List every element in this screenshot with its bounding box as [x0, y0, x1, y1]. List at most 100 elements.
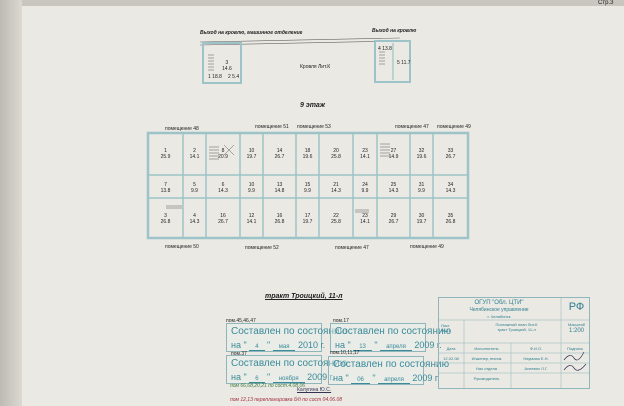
room-number: 22	[333, 213, 339, 219]
room-number: 2	[193, 148, 196, 154]
room-number: 27	[390, 148, 397, 154]
room-area: 14.9	[388, 154, 399, 160]
stamp-label: пом.37	[231, 351, 247, 357]
title-block: ОГУП "Обл. ЦТИ" Челябинское управление Р…	[438, 297, 590, 389]
role-engineer: Инженер,техник	[471, 356, 502, 361]
signature-1	[563, 351, 585, 361]
page-corner-text: Стр.3	[598, 0, 614, 6]
room-area: 9.9	[361, 188, 369, 194]
room-number: 6	[221, 182, 225, 188]
room-area: 19.6	[302, 154, 313, 160]
stamp-prefix: на	[335, 340, 345, 350]
stamp-month: апреля	[380, 344, 412, 351]
scale: 1:200	[568, 328, 584, 334]
room-area: 26.8	[274, 219, 285, 225]
role-director: Руководитель	[473, 376, 500, 381]
room-number: 17	[304, 213, 311, 219]
stamp-month: ноября	[272, 376, 305, 383]
room-number: 21	[333, 182, 339, 188]
room-area: 14.3	[331, 188, 341, 194]
room-number: 34	[447, 182, 454, 188]
floor-9-outline	[146, 131, 470, 240]
stamp-label: пом.45,46,47	[226, 318, 256, 324]
top-room-5: 5 11.7	[397, 60, 411, 66]
room-number: 3	[164, 213, 167, 219]
room-number: 23	[362, 148, 368, 154]
stamp-year: 2009 г.	[412, 373, 440, 383]
stamp-title: Составлен по состоянию	[231, 358, 348, 369]
room-area: 25.9	[160, 154, 171, 160]
name-engineer: Наумова Е.Н.	[523, 356, 549, 361]
room-area: 5.4	[232, 74, 240, 80]
premises-label: помещение 51	[255, 124, 289, 130]
room-area: 13.8	[382, 46, 392, 52]
name-head: Асеевич Л.Г.	[524, 366, 548, 371]
status-stamp: Составлен по состоянию на " 13 " апреля …	[330, 323, 451, 352]
room-number: 1	[208, 74, 211, 80]
top-room-4: 4 13.8	[378, 46, 392, 52]
branch-name: Челябинское управление	[469, 307, 529, 313]
room-area: 26.7	[218, 219, 228, 225]
room-area: 14.1	[360, 154, 370, 160]
room-number: 23	[362, 213, 368, 219]
status-stamp: Составлен по состоянию на " 6 " ноября 2…	[226, 355, 348, 384]
handwritten-stamp: Калугина Ю.С.	[297, 387, 332, 393]
room-area: 9.9	[248, 188, 255, 194]
room-number: 29	[390, 213, 397, 219]
city: г. Челябинск	[487, 314, 511, 319]
room-area: 14.3	[189, 219, 200, 225]
room-number: 20	[333, 148, 339, 154]
room-number: 3	[225, 60, 229, 66]
premises-label: помещение 47	[395, 124, 429, 130]
org-name: ОГУП "Обл. ЦТИ"	[474, 300, 524, 306]
room-area: 20.9	[218, 154, 228, 160]
stamp-month: мая	[272, 344, 296, 351]
room-area: 13.8	[160, 188, 171, 194]
stamp-prefix: на	[231, 340, 241, 350]
stamp-day: 06	[351, 377, 370, 384]
room-number: 4	[378, 46, 381, 52]
room-area: 9.9	[191, 188, 198, 194]
room-area: 26.7	[445, 154, 456, 160]
top-room-1: 1 18.8	[208, 74, 222, 80]
room-area: 14.1	[246, 219, 257, 225]
handwritten-red-note: пом 12,13 перепланировка б/д по сост 04.…	[230, 397, 343, 403]
room-area: 11.7	[401, 60, 411, 66]
top-room-2: 2 5.4	[228, 74, 239, 80]
premises-label: помещение 48	[165, 126, 199, 132]
roof-exit-block-left	[202, 42, 242, 84]
room-number: 16	[276, 213, 283, 219]
floor-title: 9 этаж	[300, 102, 325, 109]
premises-label: помещение 52	[245, 245, 279, 251]
interior-walls	[148, 133, 468, 238]
premises-label: помещение 50	[165, 244, 199, 250]
room-number: 7	[164, 182, 167, 188]
stamp-day: 6	[249, 376, 265, 383]
premises-label: помещение 49	[437, 124, 471, 130]
room-area: 19.6	[416, 154, 427, 160]
room-number: 12	[248, 213, 255, 219]
roof-line	[199, 37, 401, 43]
room-area: 25.8	[331, 154, 341, 160]
room-area: 14.1	[360, 219, 370, 225]
